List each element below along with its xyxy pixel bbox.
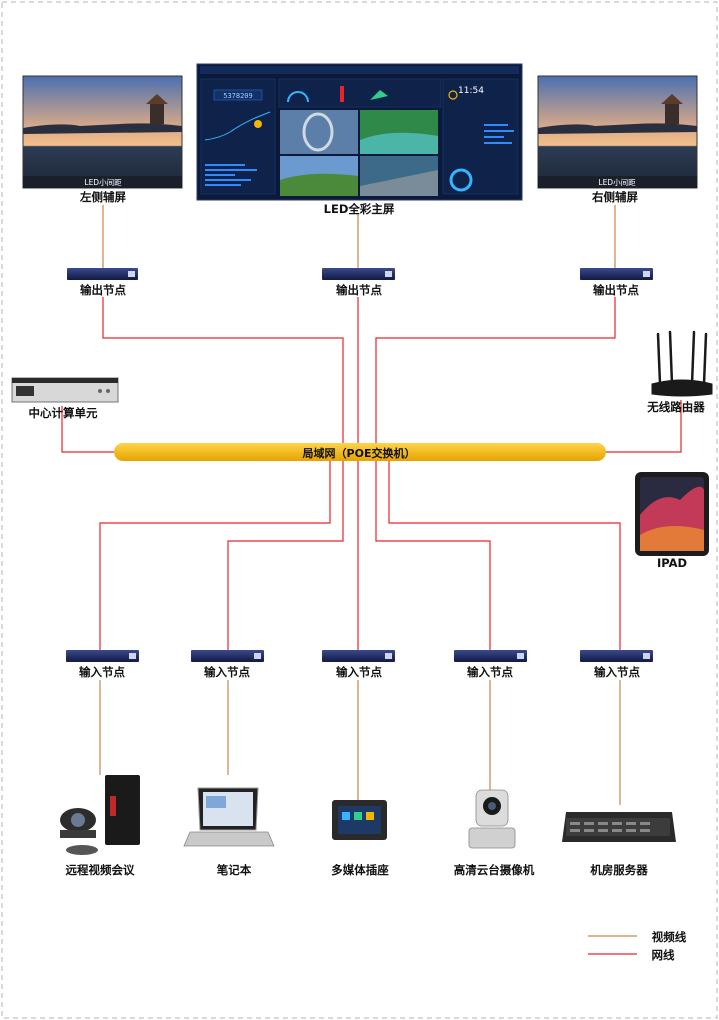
- device-label-rack-server: 机房服务器: [590, 863, 648, 877]
- main-led-screen: [196, 63, 523, 201]
- main-screen-label: LED全彩主屏: [323, 202, 395, 216]
- device-label-multimedia-socket: 多媒体插座: [331, 863, 389, 877]
- legend-net-line-label: 网线: [651, 948, 675, 962]
- main-screen-counter: 5378209: [223, 92, 253, 100]
- router-device: [651, 330, 713, 397]
- multimedia-socket-device: [332, 800, 387, 840]
- ipad-label: IPAD: [656, 556, 688, 570]
- input-node-label: 输入节点: [467, 665, 513, 679]
- right-screen-caption: LED小间距: [598, 178, 636, 187]
- left-screen-caption: LED小间距: [84, 178, 122, 187]
- left-screen: [22, 75, 183, 189]
- input-node-label: 输入节点: [594, 665, 640, 679]
- input-node-label: 输入节点: [336, 665, 382, 679]
- right-screen-label: 右侧辅屏: [592, 190, 638, 204]
- device-label-ptz-camera: 高清云台摄像机: [453, 863, 535, 877]
- rack-server-device: [562, 812, 676, 842]
- center-unit-device: [11, 377, 119, 403]
- device-label-laptop: 笔记本: [216, 863, 252, 877]
- device-label-video-conference: 远程视频会议: [65, 863, 135, 877]
- laptop-device: [183, 787, 275, 847]
- input-node-label: 输入节点: [204, 665, 250, 679]
- legend-video-line-label: 视频线: [651, 930, 687, 944]
- ipad-device: [635, 472, 709, 556]
- router-label: 无线路由器: [647, 400, 705, 414]
- left-screen-label: 左侧辅屏: [80, 190, 126, 204]
- output-node-label: 输出节点: [593, 283, 639, 297]
- network-lines: [61, 297, 682, 650]
- output-node-label: 输出节点: [80, 283, 126, 297]
- main-screen-clock: 11:54: [458, 86, 484, 96]
- input-node-devices: [66, 650, 653, 662]
- ptz-camera-device: [468, 789, 516, 849]
- lan-bus-label: 局域网（POE交换机）: [302, 447, 416, 460]
- center-unit-label: 中心计算单元: [28, 406, 98, 420]
- video-conference-device: [60, 775, 140, 855]
- lan-bus: [114, 443, 606, 461]
- output-node-label: 输出节点: [336, 283, 382, 297]
- right-screen: [537, 75, 698, 189]
- output-node-devices: [67, 268, 653, 280]
- video-lines: [99, 205, 621, 805]
- input-node-label: 输入节点: [79, 665, 125, 679]
